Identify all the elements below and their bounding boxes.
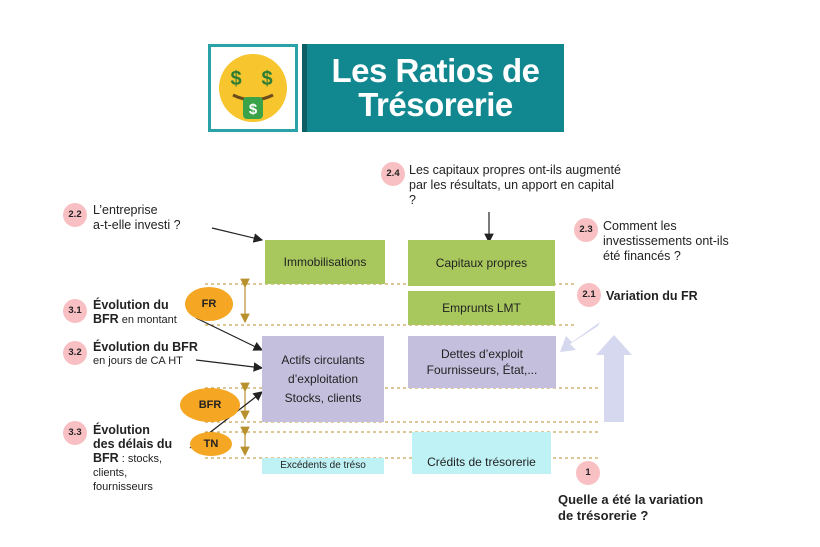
diagonal-arrow-shape xyxy=(560,322,600,352)
badge-2-1-label: 2.1 xyxy=(582,289,596,300)
title-line-1: Les Ratios de xyxy=(331,52,540,89)
badge-2-2: 2.2 xyxy=(63,203,87,227)
tn-label: TN xyxy=(203,438,219,450)
question-3-1-line-1: Évolution du xyxy=(93,298,169,312)
fr-label: FR xyxy=(201,298,217,310)
question-3-2: Évolution du BFR en jours de CA HT xyxy=(93,340,198,368)
question-2-4-text: Les capitaux propres ont-ils augmenté pa… xyxy=(409,163,621,207)
money-mouth-face-icon: $ $ $ xyxy=(219,54,287,122)
question-2-3-line-1: Comment les xyxy=(603,219,677,233)
question-3-2-line-1: Évolution du BFR xyxy=(93,340,198,354)
question-2-2: L’entreprise a-t-elle investi ? xyxy=(93,203,181,233)
box-dettes-exploit: Dettes d’exploit Fournisseurs, État,... xyxy=(408,336,556,388)
box-emprunts-lmt: Emprunts LMT xyxy=(408,291,555,325)
dettes-line-2: Fournisseurs, État,... xyxy=(426,363,538,377)
immobilisations-label: Immobilisations xyxy=(283,255,367,269)
question-2-2-line-1: L’entreprise xyxy=(93,203,158,217)
badge-2-3-label: 2.3 xyxy=(579,224,593,235)
up-arrow-shape xyxy=(596,335,632,422)
badge-3-3: 3.3 xyxy=(63,421,87,445)
question-3-1: Évolution du BFR en montant xyxy=(93,298,177,327)
svg-text:$: $ xyxy=(230,68,241,90)
question-3-3-line-5: fournisseurs xyxy=(93,481,153,493)
oval-tn: TN xyxy=(190,432,232,456)
question-3-3-bfr: BFR xyxy=(93,451,119,465)
actifs-line-1: Actifs circulants xyxy=(281,353,365,367)
oval-bfr: BFR xyxy=(180,388,240,422)
badge-3-2-label: 3.2 xyxy=(68,347,82,358)
question-3-3: Évolution des délais du BFR : stocks, cl… xyxy=(93,423,172,494)
emprunts-label: Emprunts LMT xyxy=(442,301,521,315)
page-title: Les Ratios de Trésorerie xyxy=(307,54,564,122)
question-3-3-line-3: : stocks, xyxy=(118,453,163,465)
question-3-1-bfr: BFR xyxy=(93,312,119,326)
dettes-line-1: Dettes d’exploit xyxy=(440,347,524,361)
credits-label: Crédits de trésorerie xyxy=(427,455,536,469)
question-3-3-line-1: Évolution xyxy=(93,423,150,437)
title-line-2: Trésorerie xyxy=(358,86,513,123)
excedents-label: Excédents de tréso xyxy=(280,460,366,471)
capitaux-propres-label: Capitaux propres xyxy=(435,256,528,270)
badge-3-1: 3.1 xyxy=(63,299,87,323)
title-icon-frame: $ $ $ xyxy=(208,44,298,132)
arrow-q3-2 xyxy=(195,359,264,372)
question-1-line-2: de trésorerie ? xyxy=(558,508,649,523)
question-3-3-line-2: des délais du xyxy=(93,437,173,451)
svg-text:$: $ xyxy=(261,68,272,90)
badge-3-2: 3.2 xyxy=(63,341,87,365)
question-1: Quelle a été la variation de trésorerie … xyxy=(558,492,703,524)
box-immobilisations: Immobilisations xyxy=(265,240,385,284)
variation-arrows xyxy=(560,322,632,422)
question-2-1-text: Variation du FR xyxy=(606,289,698,303)
badge-2-4: 2.4 xyxy=(381,162,405,186)
question-2-1: Variation du FR xyxy=(606,289,698,303)
arrow-q3-1 xyxy=(195,317,264,351)
arrow-q2-2 xyxy=(211,227,264,243)
question-3-1-line-2: en montant xyxy=(118,314,177,326)
badge-3-1-label: 3.1 xyxy=(68,305,82,316)
question-1-line-1: Quelle a été la variation xyxy=(558,492,704,507)
actifs-line-2: d’exploitation xyxy=(287,372,359,386)
question-3-2-line-2: en jours de CA HT xyxy=(93,355,183,367)
oval-fr: FR xyxy=(185,287,233,321)
box-excedents-treso: Excédents de tréso xyxy=(262,458,384,474)
svg-text:$: $ xyxy=(249,101,258,118)
question-2-3-line-3: été financés ? xyxy=(603,249,681,263)
badge-1-label: 1 xyxy=(585,467,591,478)
question-2-4: Les capitaux propres ont-ils augmenté pa… xyxy=(409,163,624,208)
actifs-line-3: Stocks, clients xyxy=(284,391,362,405)
question-2-2-line-2: a-t-elle investi ? xyxy=(93,218,181,232)
badge-2-1: 2.1 xyxy=(577,283,601,307)
badge-1: 1 xyxy=(576,461,600,485)
badge-3-3-label: 3.3 xyxy=(68,427,82,438)
title-banner: Les Ratios de Trésorerie xyxy=(302,44,564,132)
badge-2-3: 2.3 xyxy=(574,218,598,242)
bfr-label: BFR xyxy=(198,399,222,411)
badge-2-2-label: 2.2 xyxy=(68,209,82,220)
box-actifs-circulants: Actifs circulants d’exploitation Stocks,… xyxy=(262,336,384,422)
question-3-3-line-4: clients, xyxy=(93,467,128,479)
badge-2-4-label: 2.4 xyxy=(386,168,400,179)
question-2-3-line-2: investissements ont-ils xyxy=(603,234,729,248)
box-credits-tresorerie: Crédits de trésorerie xyxy=(412,432,551,474)
question-2-3: Comment les investissements ont-ils été … xyxy=(603,219,729,264)
box-capitaux-propres: Capitaux propres xyxy=(408,240,555,286)
